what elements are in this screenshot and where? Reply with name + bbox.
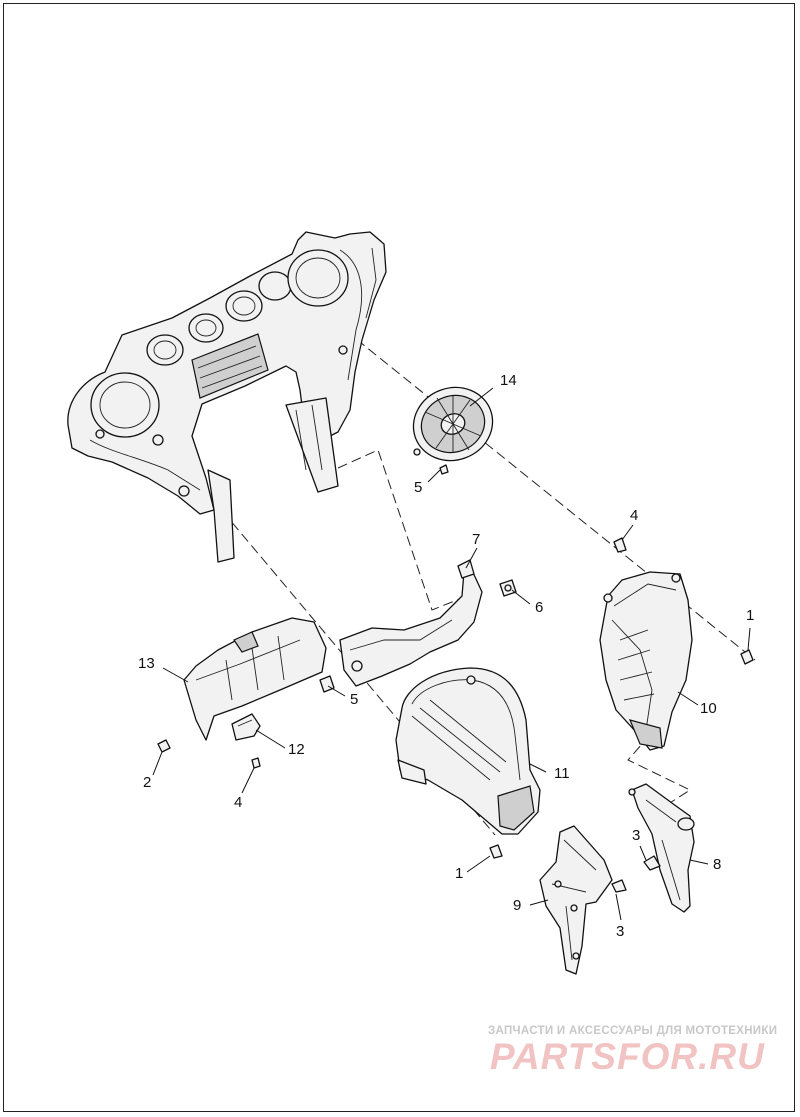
mount-bracket-9 — [539, 825, 613, 975]
callout-6: 6 — [535, 599, 543, 616]
callout-numbers: 14 5 4 7 6 1 13 5 10 12 11 2 4 3 8 1 9 3 — [138, 372, 754, 940]
inner-fairing — [67, 231, 387, 563]
mount-bracket-8 — [628, 783, 695, 913]
callout-5-upper: 5 — [414, 479, 422, 496]
left-lower-cover — [183, 617, 327, 741]
callout-2: 2 — [143, 774, 151, 791]
callout-7: 7 — [472, 531, 480, 548]
right-speaker-enclosure — [599, 571, 693, 751]
callout-13: 13 — [138, 655, 155, 672]
callout-4-upper: 4 — [630, 507, 638, 524]
left-speaker-enclosure — [395, 667, 541, 835]
callout-14: 14 — [500, 372, 517, 389]
diagram-frame — [3, 3, 795, 1112]
callout-9: 9 — [513, 897, 521, 914]
callout-1-right: 1 — [746, 607, 754, 624]
callout-3-lower: 3 — [616, 923, 624, 940]
callout-3-upper: 3 — [632, 827, 640, 844]
watermark-tagline: ЗАПЧАСТИ И АКСЕССУАРЫ ДЛЯ МОТОТЕХНИКИ — [488, 1025, 777, 1037]
callout-5-lower: 5 — [350, 691, 358, 708]
clip — [231, 713, 261, 741]
watermark: ЗАПЧАСТИ И АКСЕССУАРЫ ДЛЯ МОТОТЕХНИКИ PA… — [488, 1025, 777, 1077]
speaker-grille — [412, 386, 494, 462]
callout-1-lower: 1 — [455, 865, 463, 882]
fasteners — [157, 464, 754, 893]
callout-4-lower: 4 — [234, 794, 242, 811]
duct-bracket — [339, 559, 483, 687]
callout-10: 10 — [700, 700, 717, 717]
watermark-logo: PARTSFOR.RU — [490, 1036, 765, 1077]
callout-11: 11 — [554, 765, 570, 782]
callout-8: 8 — [713, 856, 721, 873]
leader-lines — [152, 387, 751, 921]
callout-12: 12 — [288, 741, 305, 758]
